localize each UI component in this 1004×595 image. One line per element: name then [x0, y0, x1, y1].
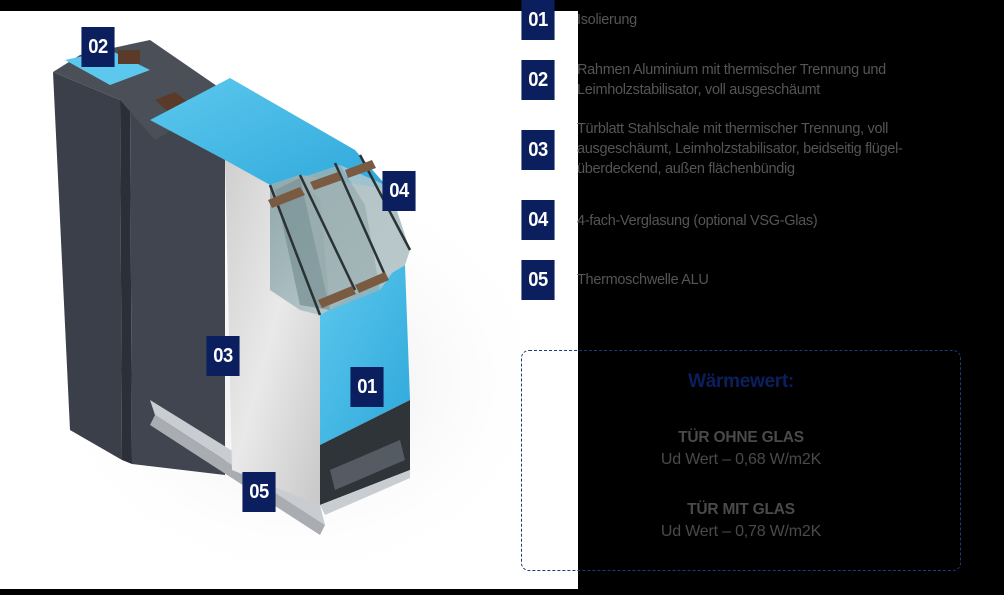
legend-text-04: 4-fach-Verglasung (optional VSG-Glas): [577, 211, 977, 231]
legend-text-02: Rahmen Aluminium mit thermischer Trennun…: [577, 60, 977, 100]
without-glass-value: Ud Wert – 0,68 W/m2K: [660, 451, 822, 468]
image-badge-05: 05: [242, 472, 276, 512]
thermal-value-title: Wärmewert:: [688, 371, 794, 392]
legend-line: 4-fach-Verglasung (optional VSG-Glas): [577, 213, 818, 229]
legend-badge-02: 02: [521, 60, 555, 100]
legend-line: Türblatt Stahlschale mit thermischer Tre…: [577, 121, 889, 137]
image-badge-03: 03: [206, 336, 240, 376]
without-glass-heading: TÜR OHNE GLAS: [678, 429, 804, 446]
legend-badge-01: 01: [521, 0, 555, 40]
legend-badge-05: 05: [521, 260, 555, 300]
legend-line: Isolierung: [577, 12, 637, 28]
image-badge-01: 01: [350, 367, 384, 407]
image-badge-02: 02: [81, 27, 115, 67]
legend-line: Rahmen Aluminium mit thermischer Trennun…: [577, 62, 886, 78]
legend-badge-04: 04: [521, 200, 555, 240]
with-glass-value: Ud Wert – 0,78 W/m2K: [660, 523, 822, 540]
image-badge-04: 04: [382, 171, 416, 211]
legend-text-01: Isolierung: [577, 10, 977, 30]
legend-line: ausgeschäumt, Leimholzstabilisator, beid…: [577, 141, 903, 157]
legend-line: überdeckend, außen flächenbündig: [577, 161, 795, 177]
with-glass-heading: TÜR MIT GLAS: [687, 501, 795, 518]
legend-line: Leimholzstabilisator, voll ausgeschäumt: [577, 82, 820, 98]
legend-line: Thermoschwelle ALU: [577, 272, 709, 288]
thermal-value-box: Wärmewert: TÜR OHNE GLAS Ud Wert – 0,68 …: [521, 350, 961, 571]
legend-text-03: Türblatt Stahlschale mit thermischer Tre…: [577, 119, 977, 179]
legend-text-05: Thermoschwelle ALU: [577, 270, 977, 290]
door-cross-section-illustration: [40, 40, 560, 590]
legend-badge-03: 03: [521, 130, 555, 170]
